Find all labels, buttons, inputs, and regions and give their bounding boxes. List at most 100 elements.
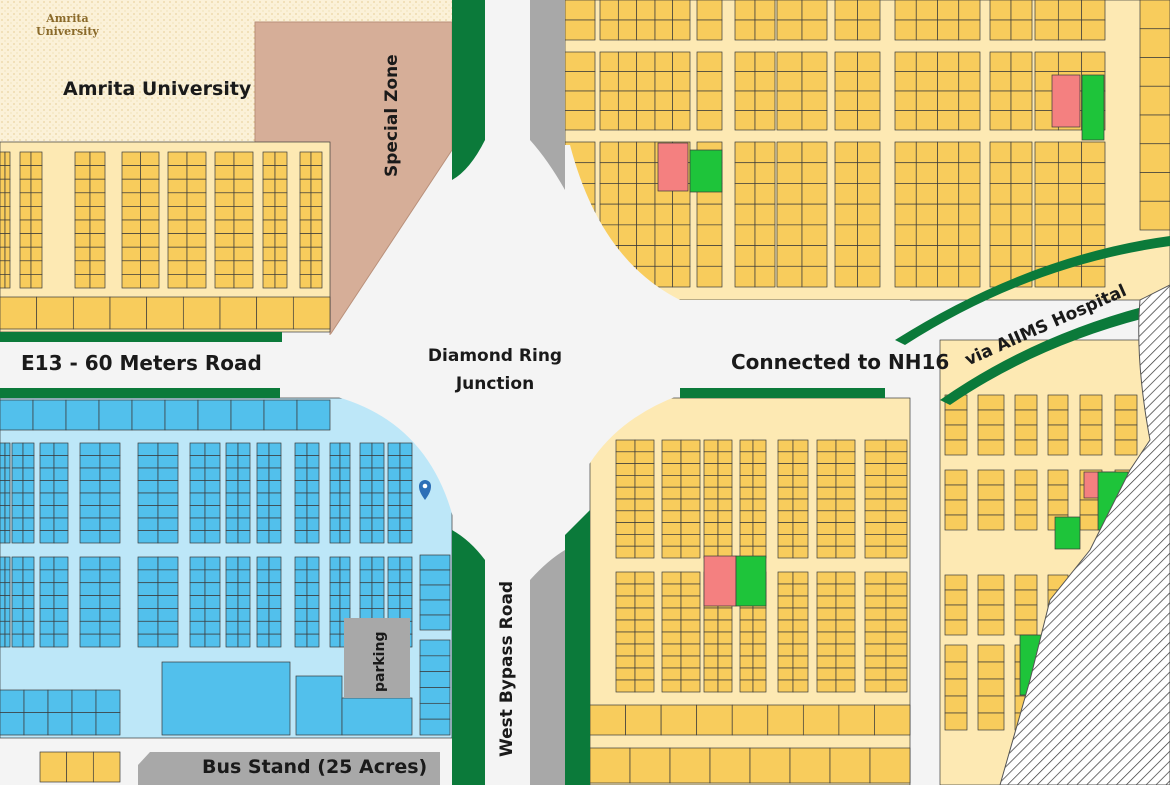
plot (894, 203, 917, 226)
plot (661, 655, 682, 669)
plot (717, 607, 733, 621)
plot (915, 224, 938, 246)
plot (237, 492, 251, 506)
plot-green (689, 149, 723, 193)
plot (306, 582, 320, 596)
plot (654, 265, 673, 288)
plot (885, 522, 908, 535)
plot (237, 480, 251, 494)
plot (0, 455, 6, 469)
plot (944, 695, 968, 714)
plot (39, 442, 55, 456)
plot (0, 165, 6, 180)
plot (0, 246, 6, 262)
plot (816, 595, 837, 609)
plot (834, 224, 858, 246)
plot (864, 679, 887, 693)
plot (419, 718, 451, 736)
plot (617, 162, 638, 184)
plot (777, 571, 794, 585)
plot (1081, 224, 1106, 246)
plot (777, 655, 794, 669)
plot (256, 442, 270, 456)
plot (53, 530, 69, 544)
plot (419, 584, 451, 601)
plot (237, 620, 251, 635)
plot (39, 505, 55, 519)
plot (89, 219, 106, 234)
plot (680, 619, 701, 633)
plot (864, 607, 887, 621)
plot (262, 165, 276, 180)
plot (137, 633, 159, 648)
plot (1081, 183, 1106, 205)
plot (989, 141, 1012, 164)
plot (885, 679, 908, 693)
plot (894, 183, 917, 205)
plot (661, 475, 682, 488)
plot (977, 424, 1005, 441)
plot (99, 633, 121, 648)
plot (1014, 394, 1038, 411)
plot (74, 260, 91, 275)
plot (339, 442, 351, 456)
plot (419, 702, 451, 720)
plot (634, 595, 655, 609)
plot (776, 245, 803, 267)
plot (4, 165, 11, 180)
plot (1014, 409, 1038, 426)
plot (834, 110, 858, 131)
plot (1010, 183, 1033, 205)
plot (801, 224, 828, 246)
plot (225, 595, 239, 609)
plot (233, 233, 254, 248)
plot (256, 556, 270, 571)
plot (225, 633, 239, 648)
plot (792, 439, 809, 453)
plot (739, 510, 754, 523)
university-label: Amrita University (63, 78, 252, 100)
plot (816, 655, 837, 669)
plot (634, 667, 655, 681)
plot (329, 633, 341, 648)
plot (915, 110, 938, 131)
plot (121, 151, 141, 166)
plot (754, 19, 776, 41)
plot (801, 110, 828, 131)
plot (915, 19, 938, 41)
plot (864, 451, 887, 464)
plot (262, 178, 276, 194)
plot (958, 51, 981, 72)
plot (1014, 619, 1038, 636)
plot (636, 141, 656, 164)
plot (636, 19, 656, 41)
plot (958, 162, 981, 184)
plot (310, 233, 323, 248)
plot (792, 486, 809, 500)
plot (189, 633, 206, 648)
plot (157, 633, 179, 648)
plot (937, 110, 960, 131)
plot (864, 510, 887, 523)
plot (634, 583, 655, 597)
plot (777, 534, 794, 547)
plot (857, 203, 881, 226)
plot (39, 633, 55, 648)
map-pin-icon[interactable] (419, 480, 431, 500)
plot (214, 165, 235, 180)
plot (792, 475, 809, 488)
plot (636, 224, 656, 246)
parking-area (344, 618, 410, 698)
plot (669, 747, 711, 784)
plot (167, 165, 188, 180)
plot (339, 467, 351, 481)
plot (189, 608, 206, 622)
plot (39, 492, 55, 506)
plot (599, 110, 619, 131)
plot (299, 165, 312, 180)
plot (371, 595, 385, 609)
university-small-line-2: University (36, 25, 99, 38)
plot-green (735, 555, 767, 607)
plot (754, 51, 776, 72)
